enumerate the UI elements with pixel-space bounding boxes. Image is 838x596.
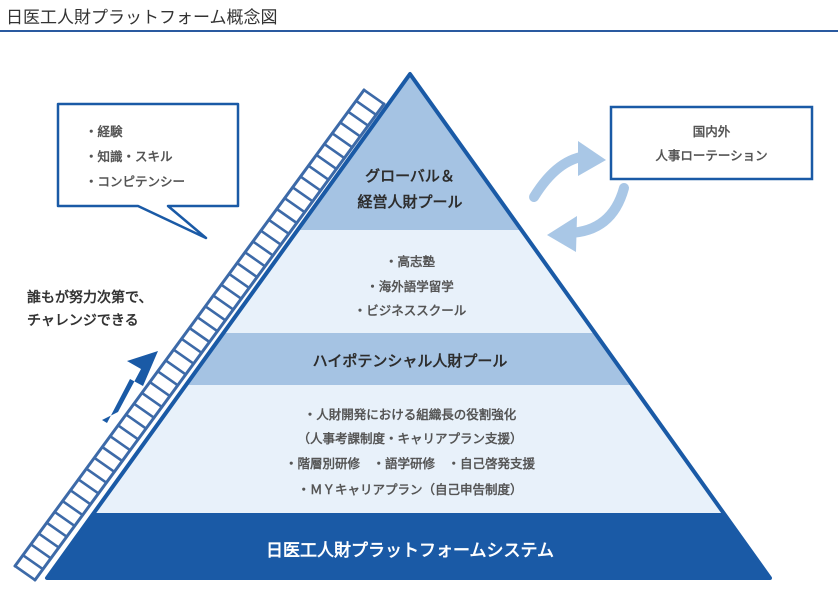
rotation-box-line1: 国内外 xyxy=(692,124,731,139)
ladder-rung xyxy=(235,261,259,279)
ladder-rung xyxy=(330,131,354,149)
ladder-rung xyxy=(85,467,108,484)
rotation-box xyxy=(609,105,814,181)
callout-item-experience: ・経験 xyxy=(85,124,123,139)
ladder-rung xyxy=(354,99,378,117)
ladder-rung xyxy=(69,488,92,506)
rotation-arrowhead-lower-icon xyxy=(547,216,577,252)
ladder-rung xyxy=(21,553,45,571)
program-list-2-item: （人事考課制度・キャリアプラン支援） xyxy=(297,431,523,446)
ladder-rung xyxy=(338,121,362,138)
ladder-rung xyxy=(299,175,322,192)
ladder-rung xyxy=(315,153,338,171)
ladder-rung xyxy=(243,250,267,268)
ladder-rung xyxy=(93,456,116,474)
callout-item-knowledge: ・知識・スキル xyxy=(85,149,173,164)
ladder-text-line2: チャレンジできる xyxy=(27,313,139,329)
ladder-rung xyxy=(116,424,140,441)
page-title: 日医工人財プラットフォーム概念図 xyxy=(6,8,278,28)
ladder-rung xyxy=(307,164,330,182)
ladder-rung xyxy=(275,207,299,225)
ladder-rung xyxy=(140,391,164,409)
ladder-rung xyxy=(188,326,211,344)
ladder-rung xyxy=(148,380,172,398)
ladder-rung xyxy=(61,499,84,517)
pyramid-outline xyxy=(45,72,772,580)
program-list-1-item: ・海外語学留学 xyxy=(366,279,454,294)
callout-bubble xyxy=(56,102,240,240)
program-list-2-item: ・ＭＹキャリアプラン（自己申告制度） xyxy=(297,482,523,497)
title-rule xyxy=(0,30,838,32)
ladder-rung xyxy=(251,240,275,257)
ladder-rung xyxy=(267,218,291,236)
ladder-rung xyxy=(362,88,386,106)
ladder xyxy=(13,88,386,582)
rotation-arrowhead-upper-icon xyxy=(578,141,606,176)
ladder-rung xyxy=(323,142,346,160)
rotation-box-line2: 人事ローテーション xyxy=(655,148,768,163)
ladder-rung xyxy=(45,521,69,539)
ladder-rung xyxy=(283,196,306,214)
program-list-1-item: ・高志塾 xyxy=(384,254,435,269)
ladder-rung xyxy=(180,337,203,355)
ladder-rung xyxy=(346,110,370,127)
ladder-rung xyxy=(53,510,76,528)
ladder-rung xyxy=(37,532,61,549)
ladder-rung xyxy=(77,478,100,495)
ladder-rung xyxy=(156,369,180,387)
middle-tier-label: ハイポテンシャル人財プール xyxy=(312,352,508,370)
ladder-rung xyxy=(204,305,227,322)
ladder-rung xyxy=(29,543,53,560)
base-band xyxy=(47,513,770,578)
program-list-2-item: ・人財開発における組織長の役割強化 xyxy=(303,407,517,422)
ladder-rung xyxy=(211,294,235,311)
ladder-rung xyxy=(108,434,132,452)
program-list-1-item: ・ビジネススクール xyxy=(353,303,467,318)
base-label: 日医工人財プラットフォームシステム xyxy=(266,541,554,561)
top-tier-line1: グローバル＆ xyxy=(365,167,455,185)
ladder-rung xyxy=(196,315,219,333)
ladder-rung xyxy=(219,283,243,301)
callout-item-competency: ・コンピテンシー xyxy=(85,174,186,189)
ladder-rung xyxy=(100,445,124,463)
ladder-rung xyxy=(227,272,251,290)
program-list-2-item: ・階層別研修 ・語学研修 ・自己啓発支援 xyxy=(284,456,535,471)
ladder-rung xyxy=(164,359,188,376)
top-tier-line2: 経営人財プール xyxy=(357,193,463,211)
up-arrow-icon xyxy=(102,351,158,423)
ladder-rung xyxy=(124,413,148,430)
ladder-text-line1: 誰もが努力次第で、 xyxy=(27,290,153,306)
ladder-rung xyxy=(172,348,195,365)
ladder-rung xyxy=(291,186,314,203)
ladder-rung xyxy=(132,402,156,420)
ladder-rung xyxy=(259,229,283,246)
ladder-rung xyxy=(13,564,37,582)
